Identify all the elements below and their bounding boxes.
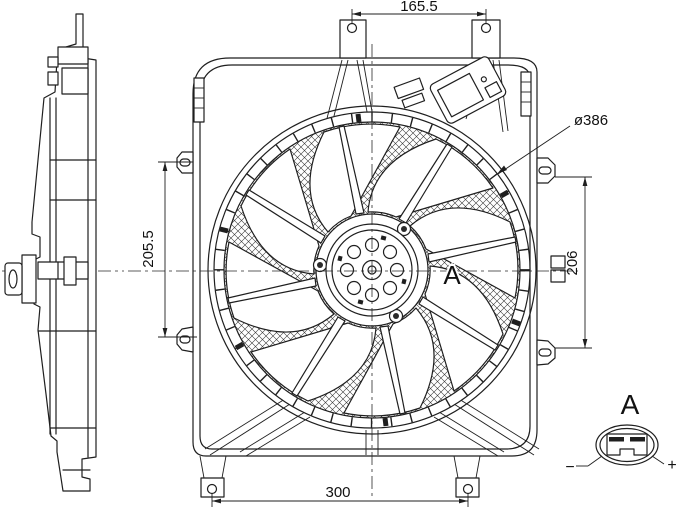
- dimension-label-right: 206: [564, 250, 581, 275]
- dimension-label-top: 165.5: [400, 0, 438, 15]
- dimension-bottom-width: 300: [211, 484, 469, 507]
- positive-terminal-label: +: [667, 457, 676, 474]
- connector-detail: A − +: [565, 389, 676, 476]
- shroud-connector-block: [393, 56, 507, 124]
- dimension-fan-diameter: ø386: [497, 112, 608, 175]
- left-side-tab-lower: [176, 326, 194, 353]
- right-side-tab-upper: [536, 157, 556, 184]
- side-motor-shaft: [37, 256, 89, 286]
- side-top-bracket: [57, 46, 89, 65]
- left-side-tab-upper: [176, 151, 194, 174]
- dimension-label-bottom: 300: [325, 484, 350, 501]
- guard-struts: [227, 125, 517, 415]
- bottom-left-foot: [199, 398, 311, 498]
- right-side-tab-lower: [536, 339, 556, 366]
- dimension-label-left: 205.5: [140, 230, 157, 268]
- balance-weights: [219, 113, 521, 427]
- left-edge-slot: [193, 77, 205, 123]
- top-left-mount-tab: [323, 19, 375, 133]
- connector-marker-label: A: [443, 260, 461, 290]
- front-view: A: [128, 19, 578, 500]
- dimension-left-height: 205.5: [140, 161, 197, 338]
- right-edge-slot: [520, 71, 532, 117]
- side-connector: [4, 254, 37, 304]
- connector-detail-title: A: [621, 389, 640, 420]
- terminal-blade-negative: [609, 437, 624, 442]
- right-edge-stub: [550, 255, 566, 283]
- connector-keyway: [606, 433, 648, 456]
- dimension-label-diameter: ø386: [574, 112, 608, 129]
- negative-terminal-label: −: [565, 459, 574, 476]
- dimension-top-width: 165.5: [351, 0, 487, 23]
- terminal-blade-positive: [630, 437, 645, 442]
- side-view: [2, 13, 124, 492]
- dimension-right-height: 206: [555, 176, 592, 349]
